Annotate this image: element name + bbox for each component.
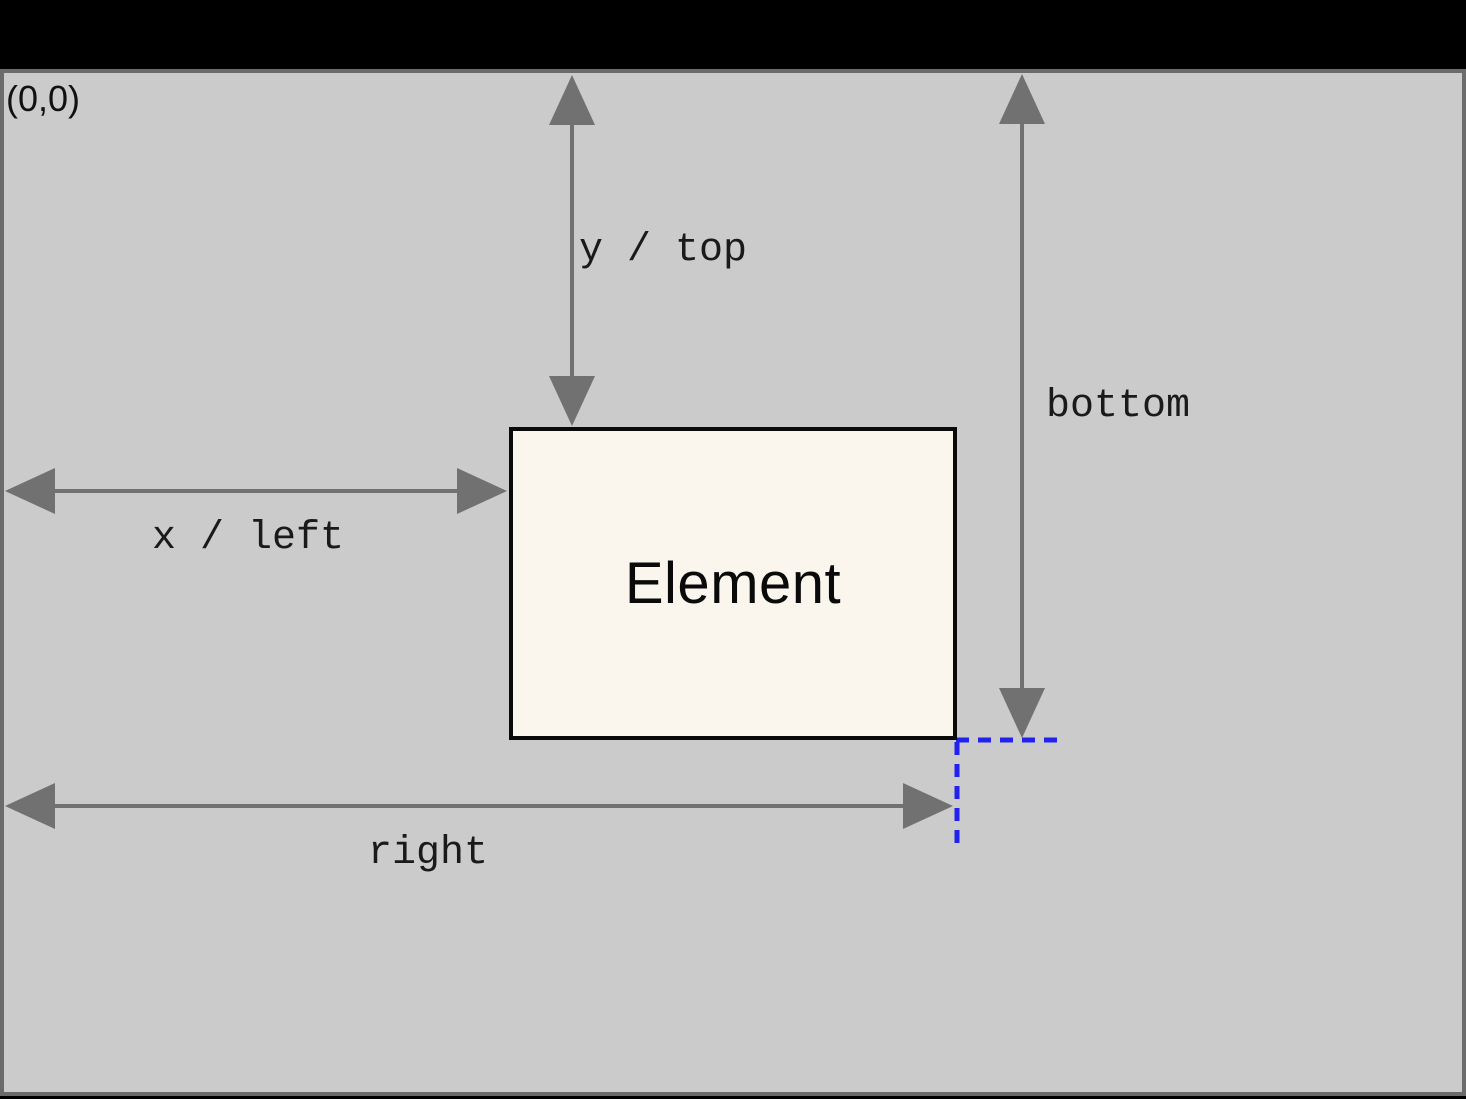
- origin-label: (0,0): [6, 78, 81, 119]
- element-label: Element: [624, 551, 842, 616]
- right-label: right: [368, 831, 489, 876]
- y-top-label: y / top: [579, 228, 748, 273]
- x-left-label: x / left: [152, 516, 345, 561]
- bottom-label: bottom: [1046, 384, 1191, 429]
- element-box: Element: [509, 427, 957, 740]
